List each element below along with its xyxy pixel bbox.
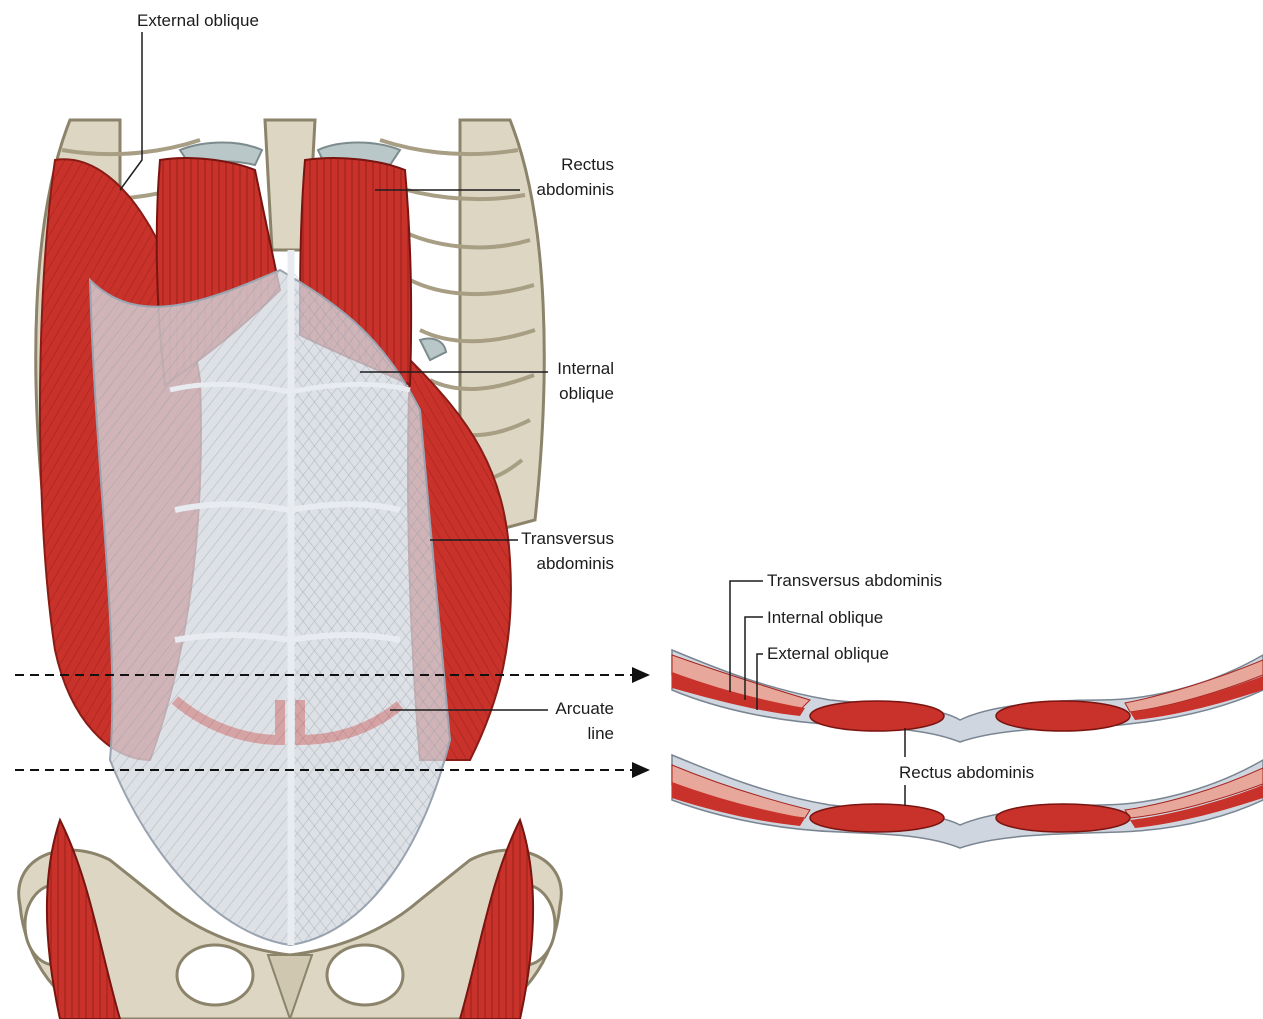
cross-section-upper [672, 650, 1263, 742]
label-arcuate-line: Arcuate line [520, 696, 614, 746]
label-arcuate-line-line1: Arcuate [520, 696, 614, 721]
label-internal-oblique-line1: Internal [520, 356, 614, 381]
torso-illustration [19, 120, 562, 1019]
label-internal-oblique-line2: oblique [520, 381, 614, 406]
section-label-transversus-abdominis: Transversus abdominis [767, 568, 942, 593]
section-label-internal-oblique: Internal oblique [767, 605, 883, 630]
label-rectus-abdominis-line1: Rectus [520, 152, 614, 177]
label-rectus-abdominis: Rectus abdominis [520, 152, 614, 202]
label-transversus-abdominis: Transversus abdominis [500, 526, 614, 576]
label-arcuate-line-line2: line [520, 721, 614, 746]
section-label-external-oblique: External oblique [767, 641, 889, 666]
label-external-oblique: External oblique [137, 8, 259, 33]
label-transversus-abdominis-line1: Transversus [500, 526, 614, 551]
label-internal-oblique: Internal oblique [520, 356, 614, 406]
label-transversus-abdominis-line2: abdominis [500, 551, 614, 576]
label-rectus-abdominis-line2: abdominis [520, 177, 614, 202]
section-label-rectus-abdominis: Rectus abdominis [899, 760, 1034, 785]
